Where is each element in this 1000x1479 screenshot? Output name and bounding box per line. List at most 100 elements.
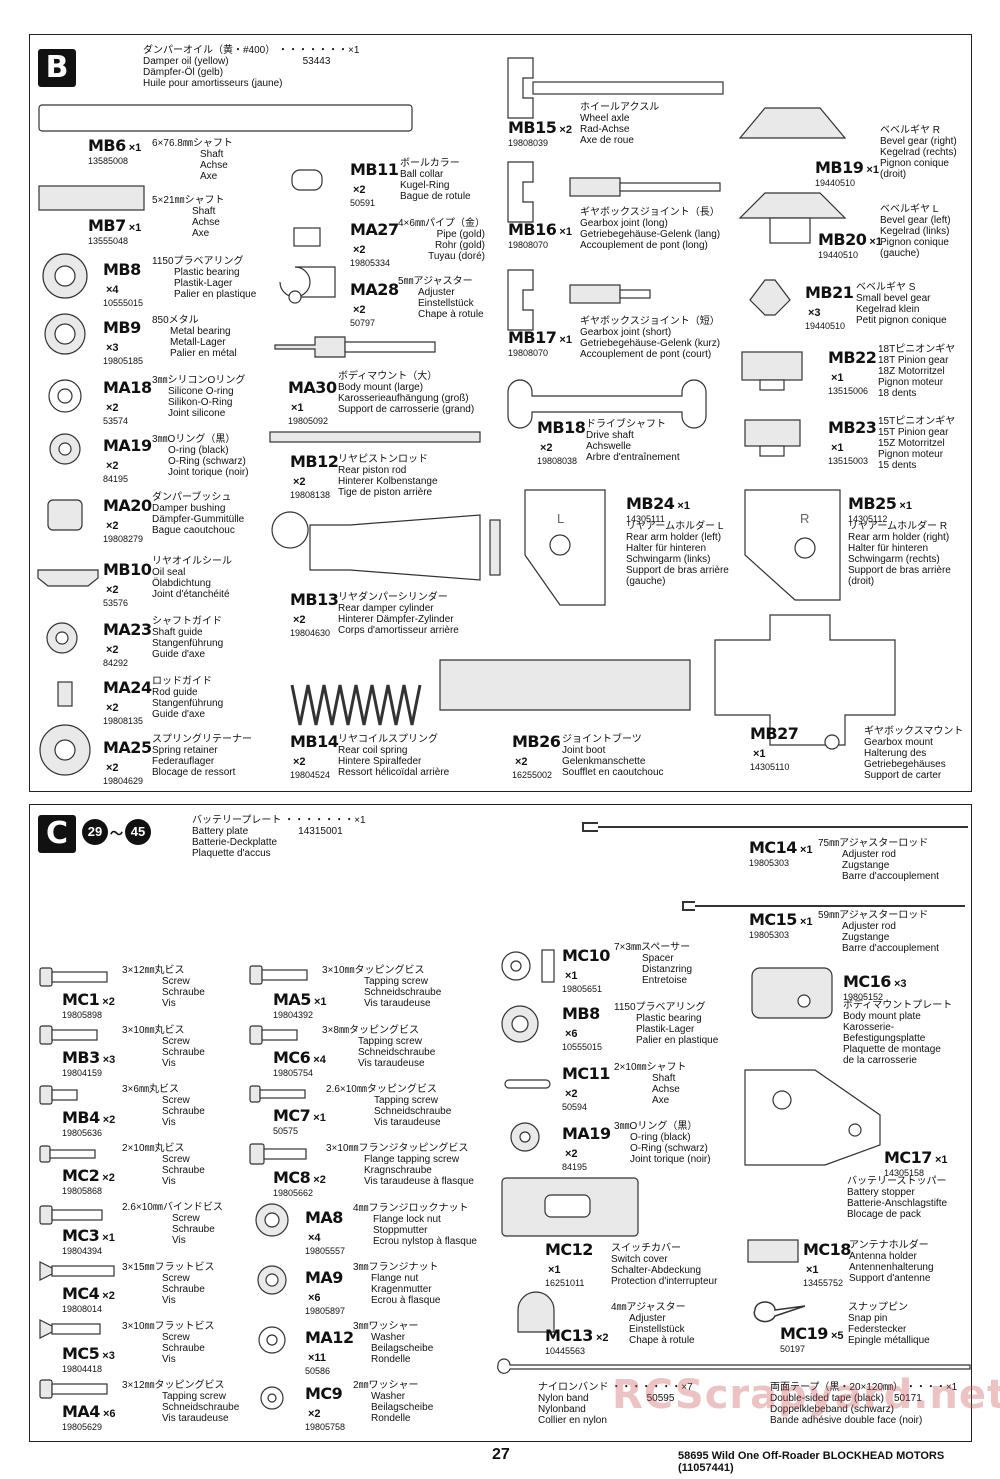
ma24-guide-drawing [57,681,73,707]
mb18-driveshaft-drawing [507,379,707,429]
damper-oil-header: ダンパーオイル（黄・#400） ・・・・・・・×1 Damper oil (ye… [143,45,360,89]
mb26-boot-drawing [439,659,691,711]
arm-r-label: R [800,511,810,526]
mb13-cylinder-drawing [271,511,481,581]
mb6-shaft-drawing [38,104,413,132]
manual-title: 58695 Wild One Off-Roader BLOCKHEAD MOTO… [678,1450,945,1474]
step-range: 29 ～ 45 [82,819,152,845]
desc-mb16: ギヤボックスジョイント（長）Gearbox joint (long)Getrie… [580,207,721,251]
section-c-badge: C [38,815,76,853]
desc-ma30: ボディマウント（大）Body mount (large)Karosserieau… [338,371,475,415]
arm-l-label: L [557,511,565,526]
mb11-collar-drawing [291,169,323,191]
screw-drawings-left [39,967,115,1399]
parts-drawings-right [497,822,971,1374]
section-b-badge: B [38,49,76,87]
desc-ma27: 4×6㎜パイプ（金）Pipe (gold)Rohr (gold)Tuyau (d… [398,218,485,262]
mb12-rod-drawing [269,431,481,443]
page-number: 27 [492,1446,510,1463]
step-to: 45 [125,819,152,845]
mb21-bevel-drawing [749,279,791,316]
mb19-bevel-drawing [738,107,847,139]
ma27-pipe-drawing [293,227,321,247]
mb7-shaft-drawing [38,185,145,211]
watermark: RCScrapyard.net [612,1372,1000,1418]
mb10-seal-drawing [37,569,99,587]
ma30-mount-drawing [274,336,346,358]
